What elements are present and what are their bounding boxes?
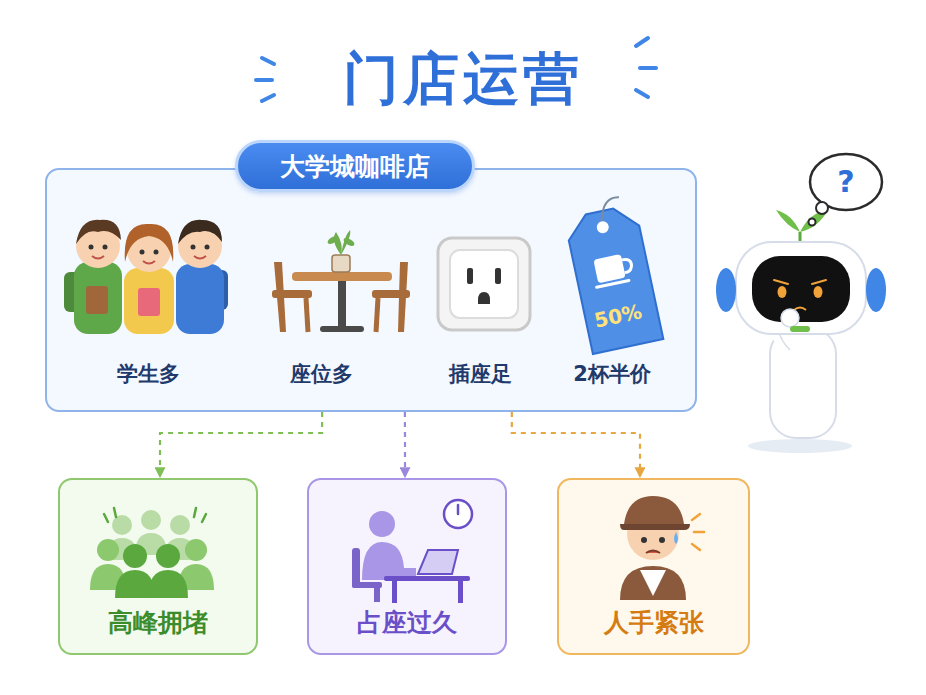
- title-dashes: [256, 38, 656, 101]
- store-name-pill: 大学城咖啡店: [235, 140, 475, 192]
- question-mark: ?: [837, 164, 854, 199]
- problem-name: 人手紧张: [559, 606, 748, 639]
- problem-box: 高峰拥堵: [58, 478, 258, 655]
- feature-label: 2杯半价: [573, 360, 651, 388]
- outlet-illustration: [438, 238, 530, 330]
- price-tag-illustration: [562, 194, 663, 354]
- robot-illustration: [716, 154, 886, 453]
- dashed-arrow: [404, 412, 406, 476]
- problem-name: 高峰拥堵: [60, 606, 256, 639]
- feature-label: 座位多: [290, 360, 353, 388]
- barista-icon: [620, 496, 704, 600]
- diagram-title: 门店运营: [0, 42, 926, 118]
- feature-label: 插座足: [449, 360, 512, 388]
- problem-name: 占座过久: [309, 606, 505, 639]
- table-illustration: [272, 230, 410, 332]
- problem-box: 人手紧张: [557, 478, 750, 655]
- dashed-arrow: [160, 412, 322, 476]
- problem-box: 占座过久: [307, 478, 507, 655]
- laptop-person-icon: [352, 500, 472, 603]
- students-illustration: [64, 220, 228, 334]
- feature-label: 学生多: [117, 360, 180, 388]
- dashed-arrow: [512, 412, 640, 476]
- crowd-icon: [90, 508, 214, 598]
